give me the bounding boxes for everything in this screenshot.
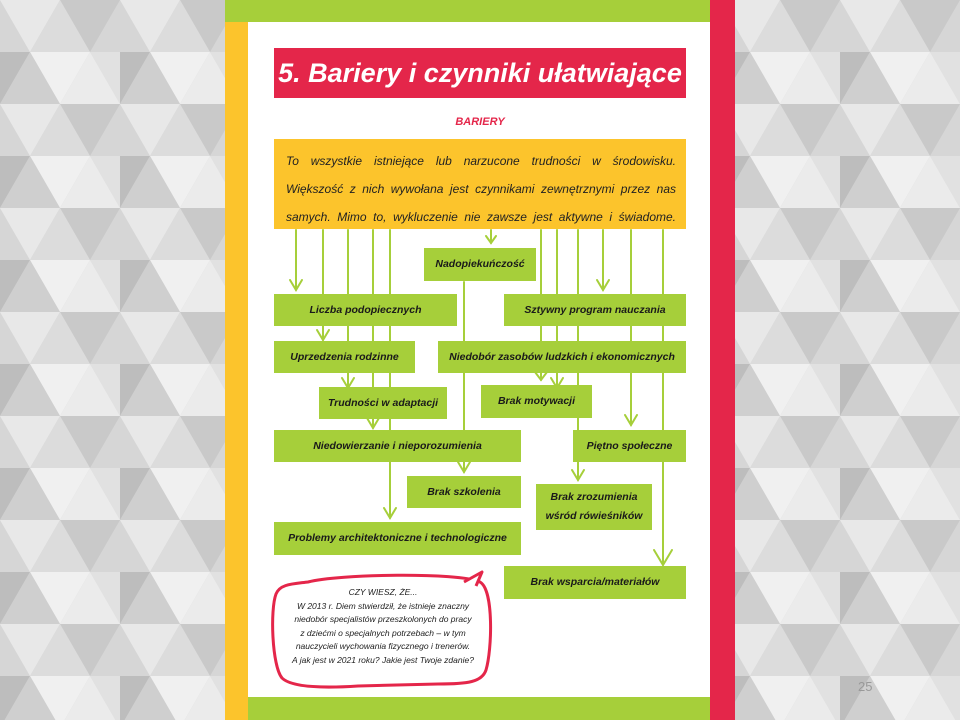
barrier-box: Niedowierzanie i nieporozumienia — [274, 430, 521, 462]
speech-bubble-tail — [463, 570, 484, 587]
speech-bubble — [271, 570, 493, 689]
arrowhead — [289, 279, 303, 292]
arrowhead — [571, 469, 585, 482]
barrier-box: Trudności w adaptacji — [319, 387, 447, 419]
arrowhead — [534, 371, 548, 382]
arrowhead — [383, 507, 397, 520]
barrier-box: Piętno społeczne — [573, 430, 686, 462]
top-green-bar — [225, 0, 710, 22]
intro-line: Większość z nich wywołana jest czynnikam… — [286, 182, 676, 196]
arrowhead — [316, 329, 330, 342]
barrier-label: Brak zrozumienia — [550, 491, 638, 503]
intro-text: To wszystkie istniejące lub narzucone tr… — [286, 147, 676, 231]
arrowhead — [653, 549, 673, 567]
barrier-box: Problemy architektoniczne i technologicz… — [274, 522, 521, 555]
did-you-know-line: nauczycieli wychowania fizycznego i tren… — [295, 641, 471, 652]
arrowhead — [457, 461, 471, 474]
barrier-box: Liczba podopiecznych — [274, 294, 457, 326]
barrier-box: Nadopiekuńczość — [424, 248, 536, 281]
barrier-box: Brak motywacji — [481, 385, 592, 418]
intro-box: To wszystkie istniejące lub narzucone tr… — [274, 139, 686, 229]
barrier-label: wśród rówieśników — [545, 510, 643, 522]
did-you-know-line: A jak jest w 2021 roku? Jakie jest Twoje… — [292, 654, 474, 665]
did-you-know-line: niedobór specjalistów przeszkolonych do … — [294, 614, 472, 625]
arrowhead — [624, 414, 638, 427]
page-number: 25 — [858, 679, 873, 694]
intro-line: samych. Mimo to, wykluczenie nie zawsze … — [286, 210, 676, 224]
barrier-box: Brak wsparcia/materiałów — [504, 566, 686, 599]
speech-bubble-outline — [271, 573, 493, 689]
barrier-box: Sztywny program nauczania — [504, 294, 686, 326]
barrier-box: Brak szkolenia — [407, 476, 521, 508]
barrier-box: Uprzedzenia rodzinne — [274, 341, 415, 373]
right-red-bar — [710, 0, 735, 720]
left-yellow-bar — [225, 22, 248, 720]
arrowhead — [366, 417, 380, 430]
barrier-box: Niedobór zasobów ludzkich i ekonomicznyc… — [438, 341, 686, 373]
did-you-know-line: W 2013 r. Diem stwierdził, że istnieje z… — [296, 600, 470, 611]
intro-line: To wszystkie istniejące lub narzucone tr… — [286, 154, 676, 168]
did-you-know-heading: CZY WIESZ, ŻE... — [348, 587, 418, 597]
bottom-green-bar — [248, 697, 710, 720]
arrowhead — [596, 279, 610, 292]
page-title: 5. Bariery i czynniki ułatwiające — [278, 58, 682, 88]
barrier-box-two-line: Brak zrozumienia wśród rówieśników — [536, 484, 652, 530]
did-you-know-text: CZY WIESZ, ŻE... W 2013 r. Diem stwierdz… — [281, 586, 485, 668]
did-you-know-line: z dziećmi o specjalnych potrzebach – w t… — [300, 627, 466, 638]
title-banner: 5. Bariery i czynniki ułatwiające — [274, 48, 686, 98]
section-heading: BARIERY — [455, 116, 505, 128]
arrowhead — [485, 235, 497, 245]
